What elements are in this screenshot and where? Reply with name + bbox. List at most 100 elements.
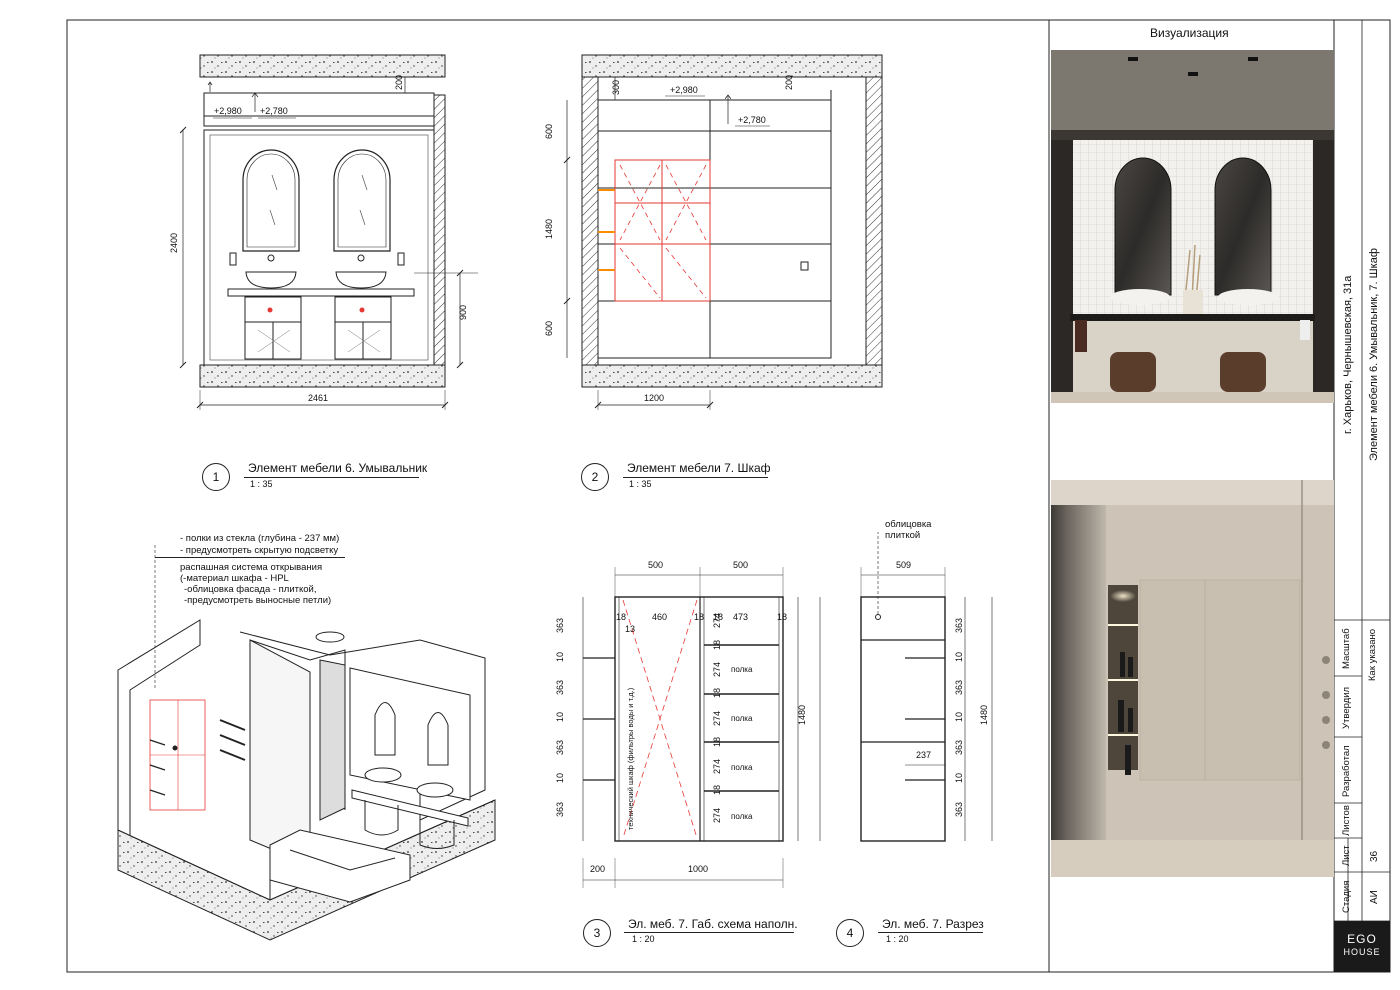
drawing-2-title: Элемент мебели 7. Шкаф (627, 461, 771, 475)
logo-house: HOUSE (1343, 947, 1381, 957)
stage-value: АИ (1369, 890, 1380, 904)
d3-right-2: 18 (712, 640, 722, 651)
d2-dim-1200: 1200 (644, 393, 665, 403)
drawing-3-filling-scheme (582, 567, 821, 888)
approved-label: Утвердил (1341, 686, 1352, 730)
d1-dim-200: 200 (394, 75, 404, 91)
d1-level-a: +2,980 (214, 106, 242, 116)
d3-left-5: 363 (555, 740, 565, 756)
scale-label: Масштаб (1341, 628, 1352, 670)
d4-note-1: облицовка (885, 519, 932, 530)
d3-tech-cabinet-label: технический шкаф (фильтры воды и т.д.) (626, 687, 635, 830)
note-line-4: (-материал шкафа - HPL (180, 573, 289, 584)
d2-dim-600a: 600 (544, 124, 554, 140)
developed-label: Разработал (1341, 745, 1352, 797)
d3-w460: 460 (652, 612, 668, 622)
drawing-3-title: Эл. меб. 7. Габ. схема наполн. (628, 917, 798, 931)
d4-left-5: 363 (954, 740, 964, 756)
drawing-1-title: Элемент мебели 6. Умывальник (248, 461, 428, 475)
d3-left-1: 363 (555, 618, 565, 634)
d3-right-6: 18 (712, 737, 722, 748)
note-line-5: -облицовка фасада - плиткой, (184, 584, 317, 595)
drawing-2-cabinet (563, 54, 883, 410)
visualization-title: Визуализация (1150, 26, 1229, 40)
d3-right-4: 18 (712, 688, 722, 699)
drawing-4-number: 4 (836, 919, 864, 947)
sheet-title-text: Элемент мебели 6. Умывальник, 7. Шкаф (1368, 248, 1380, 462)
d3-left-3: 363 (555, 680, 565, 696)
d3-w13: 13 (625, 624, 636, 634)
d3-w18a: 18 (616, 612, 627, 622)
address-text: г. Харьков, Чернышевская, 31а (1342, 275, 1354, 435)
logo-ego: EGO (1347, 932, 1377, 946)
d3-top-500a: 500 (648, 560, 664, 570)
d3-w473: 473 (733, 612, 749, 622)
d3-left-7: 363 (555, 802, 565, 818)
logo-block (1334, 921, 1390, 972)
note-line-6: -предусмотреть выносные петли) (184, 595, 332, 606)
isometric-bathroom-view (117, 545, 496, 941)
visualization-top-render (1051, 50, 1334, 403)
d3-left-4: 10 (555, 712, 565, 723)
note-line-1: - полки из стекла (глубина - 237 мм) (180, 533, 340, 544)
d3-right-7: 274 (712, 759, 722, 775)
sheet-number: 36 (1369, 850, 1380, 862)
drawing-4-section (860, 532, 993, 842)
d3-top-500b: 500 (733, 560, 749, 570)
d2-level-b: +2,780 (738, 115, 766, 125)
d4-left-4: 10 (954, 712, 964, 723)
d4-total-h: 1480 (979, 705, 989, 726)
drawing-1-number: 1 (202, 463, 230, 491)
d3-right-1: 274 (712, 613, 722, 629)
d2-dim-200: 200 (784, 75, 794, 91)
d3-right-9: 274 (712, 808, 722, 824)
drawing-2-number: 2 (581, 463, 609, 491)
d3-w18b: 18 (694, 612, 705, 622)
d3-shelf-1: полка (731, 665, 753, 674)
d4-left-2: 10 (954, 652, 964, 663)
d3-bottom-200: 200 (590, 864, 606, 874)
d1-dim-2400: 2400 (169, 233, 179, 254)
d3-shelf-4: полка (731, 812, 753, 821)
drawing-1-scale: 1 : 35 (250, 479, 273, 489)
d2-level-a: +2,980 (670, 85, 698, 95)
d3-total-h: 1480 (797, 705, 807, 726)
d4-left-7: 363 (954, 802, 964, 818)
d1-dim-2461: 2461 (308, 393, 329, 403)
drawing-2-scale: 1 : 35 (629, 479, 652, 489)
drawing-1-washbasin (179, 54, 478, 410)
d4-note-2: плиткой (885, 530, 921, 541)
d1-level-b: +2,780 (260, 106, 288, 116)
note-line-3: распашная система открывания (180, 562, 323, 573)
d4-top-509: 509 (896, 560, 912, 570)
note-line-2: - предусмотреть скрытую подсветку (180, 545, 339, 556)
d3-shelf-3: полка (731, 763, 753, 772)
d4-left-3: 363 (954, 680, 964, 696)
d3-right-3: 274 (712, 662, 722, 678)
d3-left-6: 10 (555, 773, 565, 784)
d4-left-6: 10 (954, 773, 964, 784)
drawing-3-number: 3 (583, 919, 611, 947)
d3-right-5: 274 (712, 711, 722, 727)
visualization-bottom-render (1051, 480, 1334, 877)
d3-left-2: 10 (555, 652, 565, 663)
sheet-label: Лист (1341, 845, 1352, 867)
d1-dim-900: 900 (458, 305, 468, 321)
d3-w18c: 18 (713, 612, 724, 622)
d3-shelf-2: полка (731, 714, 753, 723)
d4-depth-237: 237 (916, 750, 932, 760)
sheets-label: Листов (1341, 805, 1352, 837)
d4-left-1: 363 (954, 618, 964, 634)
d2-dim-1480: 1480 (544, 219, 554, 240)
drawing-3-scale: 1 : 20 (632, 934, 655, 944)
drawing-4-scale: 1 : 20 (886, 934, 909, 944)
d3-w18d: 18 (777, 612, 788, 622)
d2-dim-300: 300 (611, 80, 621, 96)
drawing-4-title: Эл. меб. 7. Разрез (882, 917, 984, 931)
d2-dim-600b: 600 (544, 321, 554, 337)
stage-label: Стадия (1341, 880, 1352, 914)
d3-bottom-1000: 1000 (688, 864, 709, 874)
d3-right-8: 18 (712, 785, 722, 796)
